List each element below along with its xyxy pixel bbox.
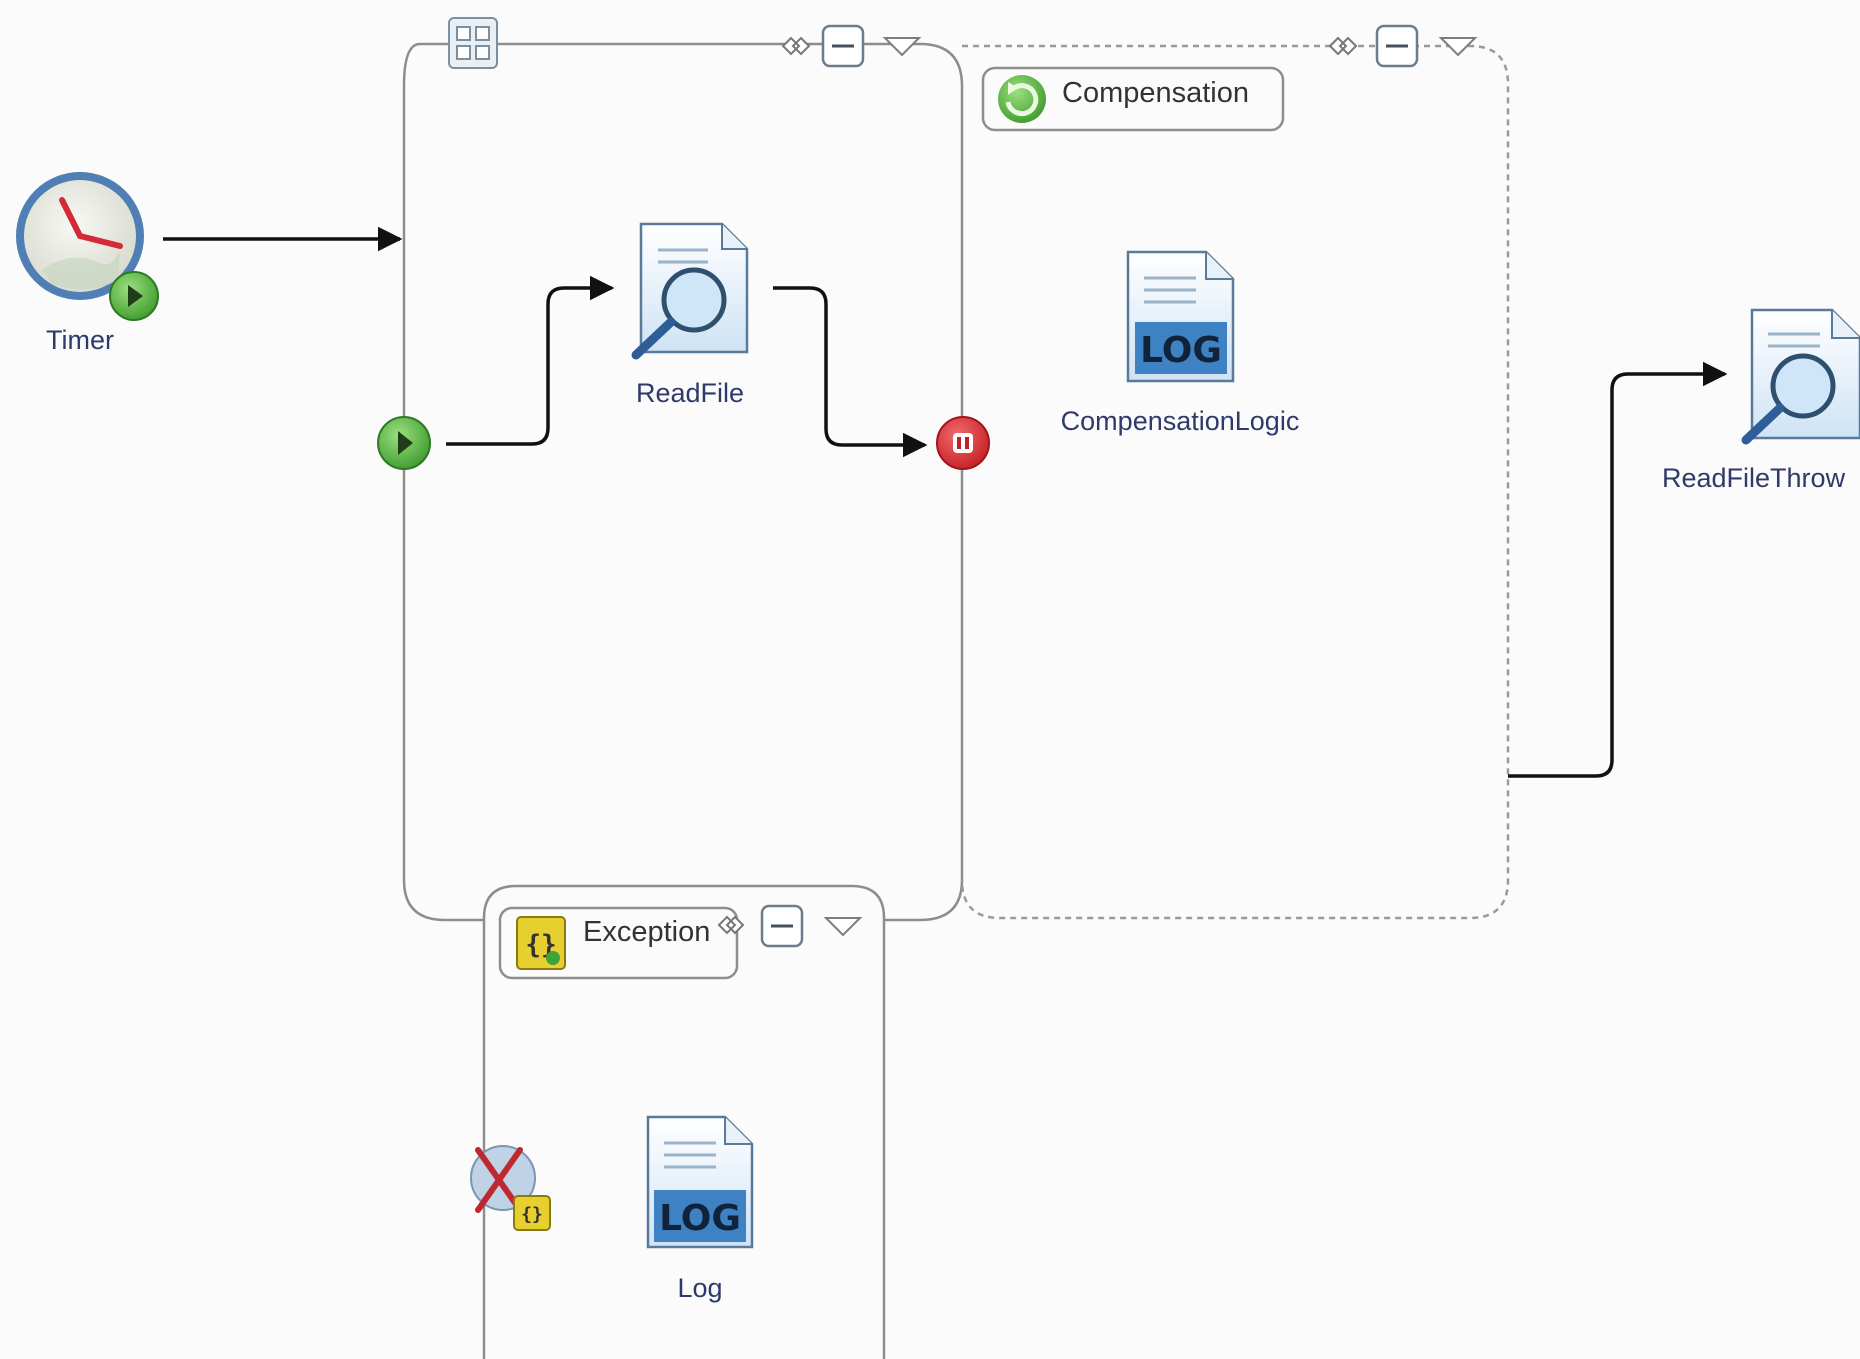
- compensation-collapse-button[interactable]: [1375, 24, 1419, 68]
- compensation-logic-icon[interactable]: LOG: [1126, 250, 1235, 383]
- exception-dropdown-icon[interactable]: [823, 917, 863, 937]
- timer-label: Timer: [46, 325, 114, 355]
- read-file-label: ReadFile: [635, 378, 745, 408]
- start-event-icon[interactable]: [377, 416, 431, 470]
- compensation-boundary-event-icon[interactable]: [936, 416, 990, 470]
- compensation-dropdown-icon[interactable]: [1438, 37, 1478, 57]
- compensation-logic-icon-text: LOG: [1140, 330, 1222, 371]
- svg-text:{}: {}: [521, 1204, 543, 1225]
- compensation-container[interactable]: [960, 44, 1510, 920]
- scope-container[interactable]: [402, 42, 964, 922]
- compensation-title: Compensation: [1062, 77, 1249, 109]
- exception-title: Exception: [583, 916, 711, 948]
- timer-start-icon: [109, 271, 159, 321]
- read-file-icon[interactable]: [631, 222, 749, 360]
- exception-icon: {}: [516, 916, 566, 970]
- scope-dropdown-icon[interactable]: [882, 37, 922, 57]
- exception-catch-icon[interactable]: {}: [470, 1145, 551, 1231]
- log-icon[interactable]: LOG: [646, 1115, 754, 1249]
- readfile-to-boundary-arrow: [773, 286, 928, 458]
- scope-to-readfilethrow-arrow: [1508, 361, 1728, 778]
- start-to-readfile-arrow: [446, 275, 615, 446]
- compensation-header[interactable]: [981, 66, 1285, 132]
- compensation-logic-label: CompensationLogic: [1060, 406, 1300, 436]
- compensation-link-icon[interactable]: [1328, 36, 1358, 56]
- connectors: [163, 226, 1728, 778]
- compensation-icon: [998, 75, 1046, 123]
- scope-link-icon[interactable]: [781, 36, 811, 56]
- read-file-throw-icon[interactable]: [1741, 308, 1860, 445]
- timer-icon[interactable]: [16, 172, 144, 300]
- log-label: Log: [677, 1273, 723, 1303]
- exception-collapse-button[interactable]: [760, 904, 804, 948]
- exception-link-icon[interactable]: [717, 915, 745, 935]
- read-file-throw-label: ReadFileThrow: [1662, 463, 1846, 493]
- scope-collapse-button[interactable]: [821, 24, 865, 68]
- log-icon-text: LOG: [659, 1198, 741, 1239]
- scope-grid-icon[interactable]: [448, 17, 498, 69]
